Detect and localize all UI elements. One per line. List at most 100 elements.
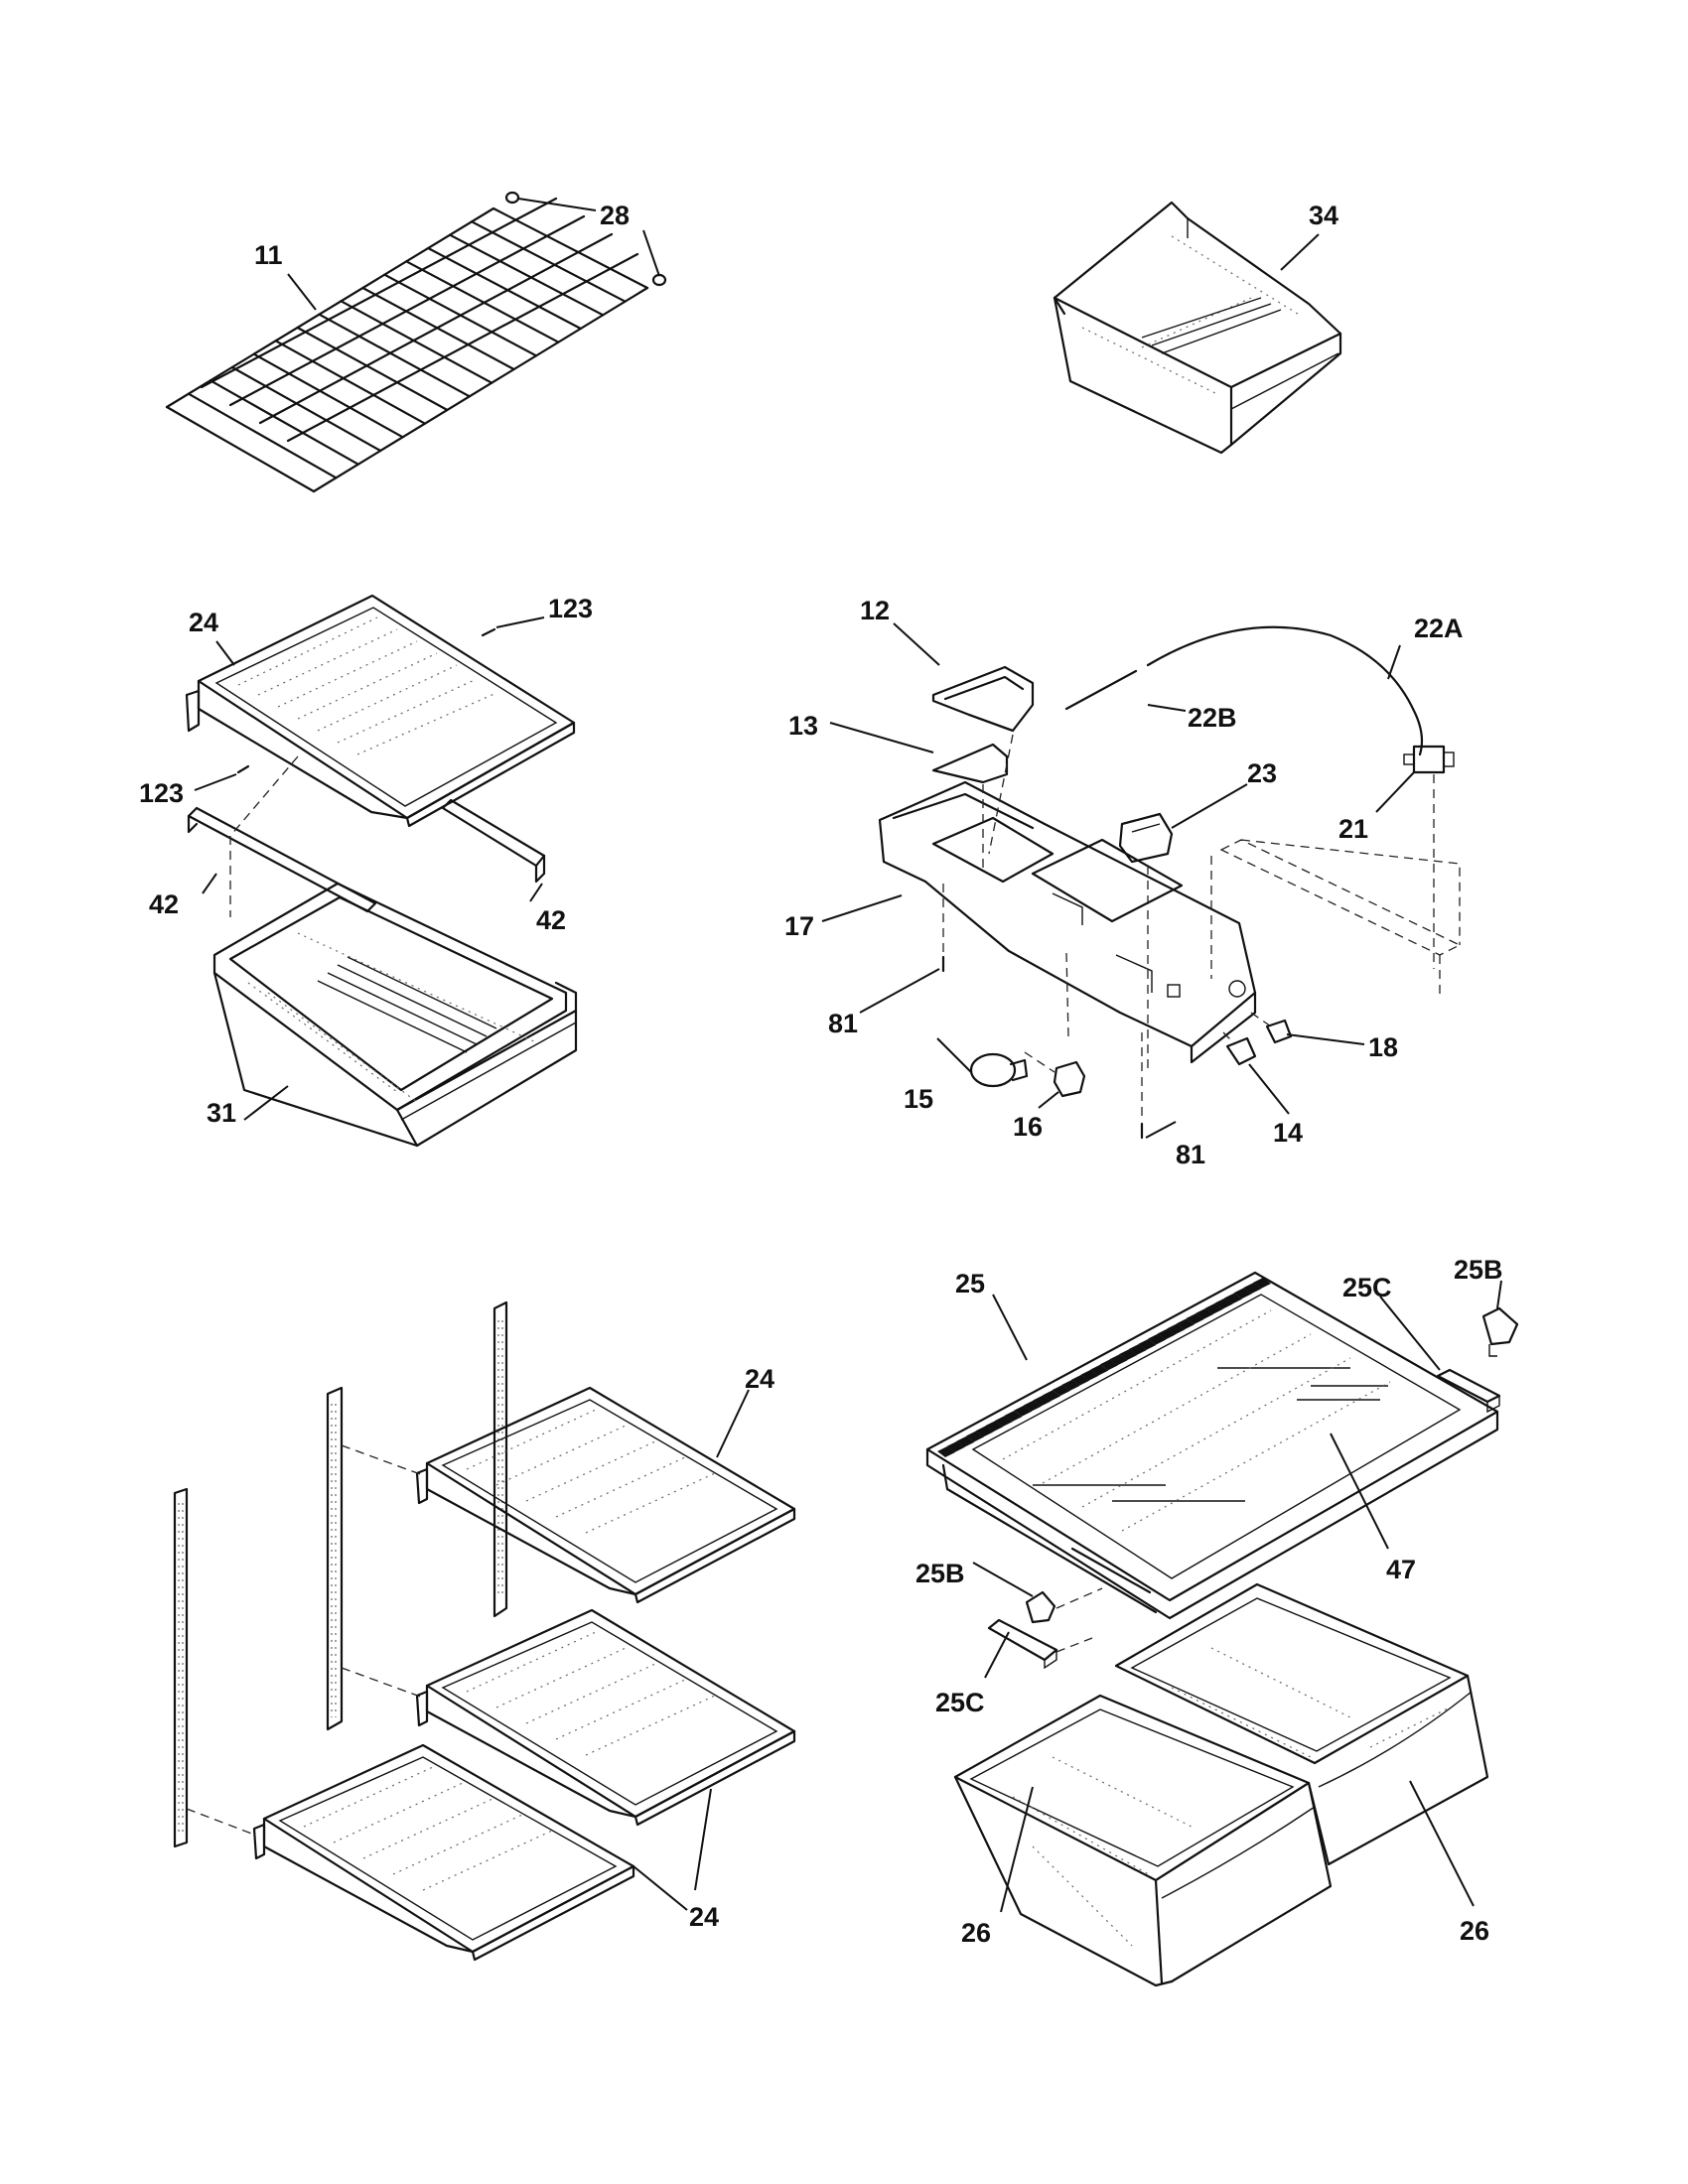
vent-slot — [1176, 1318, 1195, 1330]
end-cap-28 — [504, 191, 667, 287]
vent-slot — [1128, 1343, 1147, 1355]
vent-slot — [956, 1435, 975, 1447]
install-guide-lines-shelves — [186, 1444, 424, 1836]
glass-shelf-24-bottom — [252, 1743, 635, 1962]
wire-rung — [340, 300, 493, 384]
vent-slot — [1196, 1307, 1214, 1319]
vent-slot — [965, 1431, 984, 1442]
callout-22b: 22B — [1188, 703, 1237, 733]
callout-18: 18 — [1368, 1032, 1398, 1062]
vent-slot — [1157, 1328, 1176, 1340]
callout-14: 14 — [1273, 1118, 1303, 1148]
wire-rung — [361, 286, 515, 371]
wire-rung — [492, 206, 649, 290]
wire-rung — [470, 220, 627, 303]
vent-slot — [1090, 1364, 1109, 1376]
vent-slot — [937, 1446, 955, 1457]
vent-slot — [1070, 1374, 1089, 1386]
light-shield-12 — [931, 665, 1035, 733]
callout-26: 26 — [961, 1918, 991, 1948]
vent-slot — [1014, 1405, 1033, 1417]
wire-rung — [165, 405, 316, 493]
install-guide-lines-middle — [942, 734, 1462, 1122]
callout-25b: 25B — [1454, 1255, 1503, 1285]
callout-42: 42 — [149, 889, 179, 919]
callout-123: 123 — [548, 594, 593, 623]
callout-47: 47 — [1386, 1555, 1416, 1584]
wire-rung — [449, 233, 605, 317]
vent-slot — [1099, 1359, 1118, 1371]
callout-31: 31 — [207, 1098, 236, 1128]
vent-slot — [1138, 1338, 1157, 1350]
vent-slot — [1167, 1323, 1186, 1335]
callout-42: 42 — [536, 905, 566, 935]
callout-34: 34 — [1309, 201, 1338, 230]
callout-24: 24 — [689, 1902, 719, 1932]
wire-rung — [187, 392, 338, 479]
vent-slot — [1233, 1288, 1252, 1299]
callout-123: 123 — [139, 778, 184, 808]
callout-25b: 25B — [915, 1559, 965, 1588]
vent-slot — [1148, 1333, 1166, 1345]
crisper-pan-31 — [212, 882, 578, 1148]
callout-26: 26 — [1460, 1916, 1489, 1946]
crisper-drawer-26-left — [953, 1694, 1333, 1987]
vent-slot — [1243, 1283, 1262, 1295]
vent-slot — [1119, 1349, 1138, 1361]
thermostat-21 — [1403, 745, 1455, 774]
vent-slot — [946, 1440, 965, 1452]
shelf-rail-42 — [187, 798, 546, 913]
glass-shelf-24-middle — [415, 1608, 796, 1827]
vent-slot — [1023, 1400, 1042, 1412]
vent-slot — [985, 1421, 1004, 1433]
wire-rung — [274, 340, 427, 425]
callout-24: 24 — [189, 608, 218, 637]
glass-shelf-24-upper — [185, 594, 576, 828]
vent-slot — [1061, 1380, 1080, 1392]
wire-rung — [230, 365, 382, 453]
snack-pan-34 — [1053, 201, 1342, 455]
vent-slot — [1204, 1302, 1223, 1314]
wire-rung — [405, 260, 560, 343]
shelf-support-ladders — [173, 1300, 508, 1848]
callout-81: 81 — [1176, 1140, 1205, 1169]
callout-25: 25 — [955, 1269, 985, 1298]
vent-slot — [994, 1416, 1013, 1428]
vent-slot — [1224, 1293, 1243, 1304]
wire-rung — [209, 379, 359, 466]
callout-25c: 25C — [935, 1688, 985, 1717]
cover-clip-25b-lower — [1025, 1590, 1056, 1624]
callout-12: 12 — [860, 596, 890, 625]
screw-81 — [941, 955, 1144, 1140]
light-bulb-15 — [969, 1052, 1029, 1088]
callout-21: 21 — [1338, 814, 1368, 844]
callout-leaders — [194, 198, 1502, 1913]
callout-16: 16 — [1013, 1112, 1043, 1142]
screw-123 — [236, 627, 496, 774]
wire-rung — [252, 352, 404, 439]
deflector-13 — [931, 743, 1009, 784]
callout-labels: 11 28 34 24 123 123 42 42 31 12 22A 22B … — [139, 201, 1503, 1948]
wire-rung — [383, 273, 538, 357]
callout-24: 24 — [745, 1364, 774, 1394]
cover-support-25c-upper — [1436, 1368, 1501, 1414]
light-switch-14 — [1225, 1036, 1257, 1066]
tube-22b — [1064, 669, 1138, 711]
vent-slot — [1214, 1297, 1233, 1309]
vent-slot — [1043, 1390, 1060, 1402]
callout-15: 15 — [904, 1084, 933, 1114]
vent-slot — [1253, 1278, 1271, 1289]
control-knob-18 — [1265, 1019, 1293, 1044]
callout-22a: 22A — [1414, 614, 1464, 643]
timer-23 — [1118, 812, 1174, 864]
callout-23: 23 — [1247, 758, 1277, 788]
light-socket-16 — [1053, 1060, 1086, 1098]
vent-slot — [1109, 1354, 1128, 1366]
vent-slot — [1033, 1395, 1052, 1407]
cover-support-25c-lower — [987, 1618, 1058, 1670]
vent-slot — [1004, 1410, 1023, 1422]
wire-shelf-11 — [165, 197, 649, 493]
callout-17: 17 — [784, 911, 814, 941]
install-guide-lines-cover — [1055, 1587, 1103, 1653]
